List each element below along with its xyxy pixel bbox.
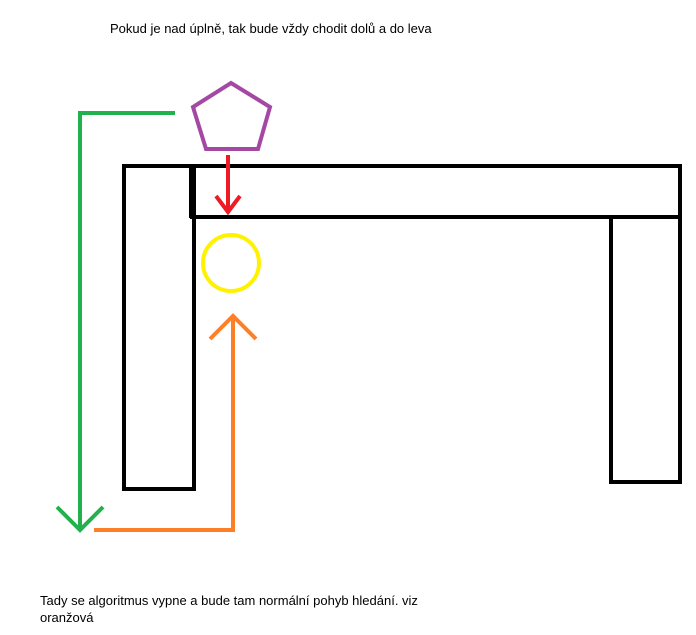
top-note-text: Pokud je nad úplně, tak bude vždy chodit… [110, 21, 432, 36]
bottom-note-line-1: Tady se algoritmus vypne a bude tam norm… [40, 593, 418, 608]
start-pentagon-icon [190, 80, 273, 151]
green-detour-path [55, 111, 175, 533]
right-wall-leg [609, 215, 682, 484]
top-wall-beam [190, 164, 682, 219]
orange-search-path [94, 313, 258, 532]
target-circle-icon [201, 233, 261, 293]
bottom-note-line-2: oranžová [40, 610, 94, 625]
obstacle-walls [122, 164, 682, 491]
red-down-arrow-icon [214, 155, 242, 216]
left-wall-leg [122, 164, 196, 491]
bottom-note-text: Tady se algoritmus vypne a bude tam norm… [40, 592, 418, 626]
